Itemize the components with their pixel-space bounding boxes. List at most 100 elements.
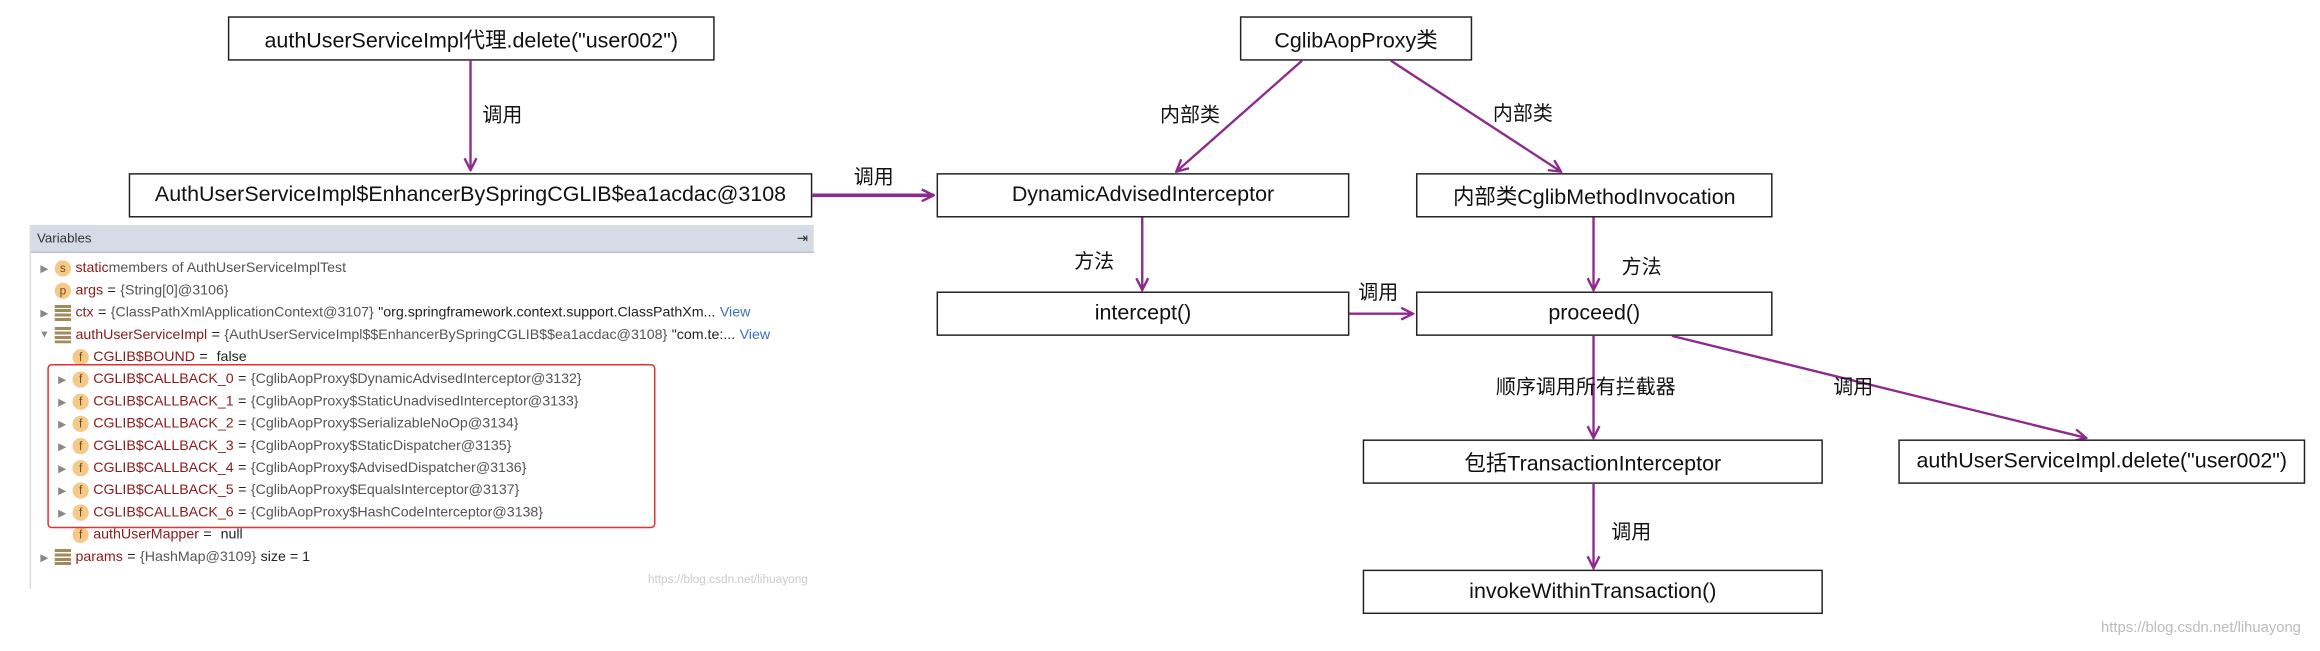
variable-value: {CglibAopProxy$StaticDispatcher@3135}	[250, 437, 512, 455]
field-f-icon: f	[72, 349, 89, 366]
label-call-3: 调用	[1358, 281, 1399, 304]
expand-toggle-icon[interactable]: ▶	[40, 308, 49, 319]
equals-sign: =	[98, 304, 107, 322]
view-link[interactable]: View	[739, 326, 771, 344]
variable-name: params	[75, 548, 123, 566]
label-inner-2: 内部类	[1492, 102, 1553, 125]
expand-toggle-icon[interactable]: ▶	[58, 397, 67, 408]
variable-name: CGLIB$CALLBACK_3	[93, 437, 234, 455]
variable-value: {ClassPathXmlApplicationContext@3107}	[110, 304, 374, 322]
equals-sign: =	[127, 548, 136, 566]
variable-value: {CglibAopProxy$AdvisedDispatcher@3136}	[250, 460, 527, 477]
label-method-2: 方法	[1621, 255, 1662, 279]
arrow-proceed-to-target	[1671, 334, 2086, 438]
invoke-within-box: invokeWithinTransaction()	[1362, 569, 1823, 615]
variable-value: {CglibAopProxy$SerializableNoOp@3134}	[250, 415, 519, 433]
equals-sign: =	[238, 460, 247, 477]
equals-sign: =	[203, 526, 212, 544]
variable-row[interactable]: ▼authUserServiceImpl={AuthUserServiceImp…	[37, 324, 770, 346]
variable-name: CGLIB$CALLBACK_4	[93, 460, 234, 477]
field-f-icon: f	[72, 504, 89, 521]
expand-toggle-icon[interactable]: ▶	[40, 264, 49, 275]
variable-name: CGLIB$BOUND	[93, 349, 195, 366]
method-invocation-box: 内部类CglibMethodInvocation	[1415, 173, 1773, 218]
variables-title: Variables	[36, 230, 92, 246]
variable-name: authUserMapper	[93, 526, 199, 544]
variable-name: CGLIB$CALLBACK_5	[93, 482, 234, 499]
variable-extra: "org.springframework.context.support.Cla…	[378, 304, 716, 322]
list-icon	[54, 326, 72, 344]
variable-name: CGLIB$CALLBACK_2	[93, 415, 234, 433]
label-sequential: 顺序调用所有拦截器	[1495, 375, 1676, 399]
expand-toggle-icon[interactable]: ▶	[58, 419, 67, 430]
variables-header: Variables ⇥	[31, 224, 814, 254]
label-call-2: 调用	[853, 165, 894, 188]
variable-name: ctx	[75, 304, 94, 322]
variable-name: args	[75, 282, 104, 299]
variable-name: static	[75, 260, 109, 277]
label-call-4: 调用	[1833, 375, 1874, 399]
enhancer-box: AuthUserServiceImpl$EnhancerBySpringCGLI…	[128, 173, 813, 218]
equals-sign: =	[107, 282, 116, 299]
variable-name: CGLIB$CALLBACK_6	[93, 504, 234, 521]
label-method-1: 方法	[1074, 250, 1115, 273]
intercept-box: intercept()	[936, 291, 1350, 336]
variable-row[interactable]: ▶ ctx={ClassPathXmlApplicationContext@310…	[37, 302, 750, 324]
field-f-icon: f	[72, 393, 89, 410]
variable-extra: "com.te:...	[671, 326, 736, 344]
equals-sign: =	[238, 371, 247, 388]
expand-toggle-icon[interactable]: ▶	[58, 441, 67, 453]
variable-value: members of AuthUserServiceImplTest	[108, 260, 347, 277]
transaction-interceptor-box: 包括TransactionInterceptor	[1362, 439, 1823, 484]
target-call-box: authUserServiceImpl.delete("user002")	[1898, 439, 2306, 484]
pin-icon[interactable]: ⇥	[796, 230, 808, 245]
expand-toggle-icon[interactable]: ▶	[58, 508, 67, 519]
label-call-5: 调用	[1611, 520, 1652, 544]
expand-toggle-icon[interactable]: ▶	[40, 552, 49, 563]
equals-sign: =	[238, 482, 247, 499]
field-p-icon: p	[54, 282, 72, 299]
label-inner-1: 内部类	[1160, 103, 1220, 126]
variable-value: {CglibAopProxy$HashCodeInterceptor@3138}	[250, 504, 544, 521]
variable-row[interactable]: ▶ params={HashMap@3109}size = 1	[37, 546, 310, 568]
view-link[interactable]: View	[719, 304, 751, 322]
cglib-aop-proxy-box: CglibAopProxy类	[1239, 16, 1473, 61]
list-icon	[54, 548, 72, 566]
dynamic-interceptor-box: DynamicAdvisedInterceptor	[936, 173, 1350, 218]
arrow-cglib-to-dynamic	[1176, 59, 1303, 172]
expand-toggle-icon[interactable]: ▶	[58, 375, 67, 386]
expand-toggle-icon[interactable]: ▶	[58, 486, 67, 497]
variable-extra: size = 1	[260, 548, 310, 566]
equals-sign: =	[199, 349, 208, 366]
variable-extra: null	[220, 526, 243, 544]
variable-value: {AuthUserServiceImpl$$EnhancerBySpringCG…	[224, 326, 668, 344]
variable-value: {String[0]@3106}	[120, 282, 229, 299]
field-f-icon: f	[72, 460, 89, 477]
variable-value: {CglibAopProxy$DynamicAdvisedInterceptor…	[250, 371, 582, 388]
label-call-1: 调用	[482, 103, 523, 126]
expand-toggle-icon[interactable]: ▶	[58, 463, 67, 475]
variable-value: {CglibAopProxy$EqualsInterceptor@3137}	[250, 482, 520, 499]
proceed-box: proceed()	[1415, 291, 1773, 336]
watermark: https://blog.csdn.net/lihuayong	[2101, 619, 2301, 637]
variable-extra: false	[216, 349, 247, 366]
field-f-icon: f	[72, 415, 89, 433]
field-f-icon: f	[72, 526, 89, 544]
equals-sign: =	[211, 326, 220, 344]
expand-toggle-icon[interactable]: ▼	[39, 329, 50, 341]
variable-value: {HashMap@3109}	[139, 548, 257, 566]
